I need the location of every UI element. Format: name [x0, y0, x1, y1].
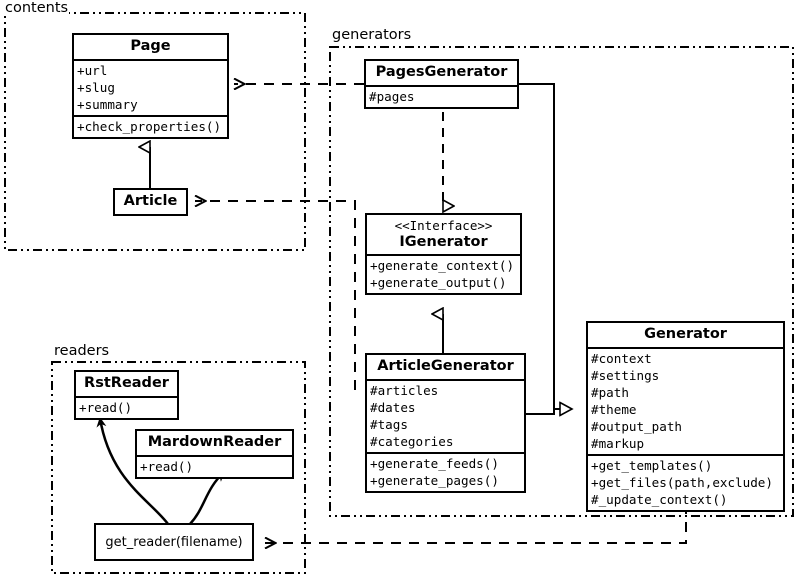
class-generator-attributes: #context #settings #path #theme #output_…	[588, 346, 783, 454]
class-mardown-reader[interactable]: MardownReader +read()	[135, 429, 294, 479]
class-rst-reader-title: RstReader	[84, 375, 169, 391]
dependency-generator-getreader	[265, 504, 687, 543]
class-mardown-reader-title: MardownReader	[147, 434, 282, 450]
class-igenerator[interactable]: <<Interface>> IGenerator +generate_conte…	[365, 213, 522, 296]
creates-getreader-mardownreader	[189, 471, 225, 525]
attribute: +url	[77, 62, 108, 78]
package-frame-generators	[329, 46, 794, 517]
attribute: +slug	[77, 79, 115, 95]
class-article[interactable]: Article	[113, 188, 188, 216]
attribute: #theme	[591, 401, 637, 417]
class-page-title: Page	[130, 38, 171, 54]
method: +generate_context()	[370, 258, 515, 274]
class-mardown-reader-methods: +read()	[137, 454, 292, 477]
attribute: #markup	[591, 435, 645, 451]
attribute: #dates	[370, 399, 416, 415]
method: +get_files(path,exclude)	[591, 474, 773, 490]
class-article-generator[interactable]: ArticleGenerator #articles #dates #tags …	[365, 353, 526, 493]
attribute: #settings	[591, 367, 660, 383]
class-article-generator-title: ArticleGenerator	[377, 358, 514, 374]
class-igenerator-stereotype: <<Interface>>	[394, 218, 493, 233]
attribute: #tags	[370, 416, 408, 432]
method: +read()	[79, 399, 133, 415]
attribute: #articles	[370, 382, 439, 398]
method: +generate_output()	[370, 275, 507, 291]
method: +check_properties()	[77, 118, 222, 134]
class-rst-reader-methods: +read()	[76, 395, 177, 418]
function-get-reader-label: get_reader(filename)	[105, 534, 243, 550]
class-generator-methods: +get_templates() +get_files(path,exclude…	[588, 453, 783, 510]
method: +generate_pages()	[370, 472, 499, 488]
package-label-generators: generators	[331, 27, 413, 43]
attribute: #pages	[369, 88, 415, 104]
class-page[interactable]: Page +url +slug +summary +check_properti…	[72, 33, 229, 139]
attribute: +summary	[77, 96, 138, 112]
class-pages-generator-title: PagesGenerator	[375, 64, 508, 80]
package-frame-contents	[4, 12, 306, 251]
method: #_update_context()	[591, 491, 728, 507]
class-pages-generator-attributes: #pages	[366, 84, 517, 107]
attribute: #context	[591, 350, 652, 366]
package-label-readers: readers	[53, 343, 111, 359]
package-frame-readers	[51, 361, 306, 574]
attribute: #output_path	[591, 418, 682, 434]
class-rst-reader[interactable]: RstReader +read()	[74, 370, 179, 420]
class-article-generator-methods: +generate_feeds() +generate_pages()	[367, 451, 524, 491]
class-igenerator-methods: +generate_context() +generate_output()	[367, 254, 520, 293]
function-get-reader[interactable]: get_reader(filename)	[94, 523, 254, 561]
attribute: #categories	[370, 433, 454, 449]
method: +generate_feeds()	[370, 455, 499, 471]
creates-getreader-rstreader	[96, 417, 169, 525]
class-article-title: Article	[123, 193, 178, 209]
class-page-attributes: +url +slug +summary	[74, 58, 227, 115]
class-generator[interactable]: Generator #context #settings #path #them…	[586, 321, 785, 512]
class-igenerator-title: <<Interface>> IGenerator	[367, 215, 520, 254]
class-article-generator-attributes: #articles #dates #tags #categories	[367, 378, 524, 452]
class-page-methods: +check_properties()	[74, 114, 227, 137]
method: +get_templates()	[591, 457, 713, 473]
attribute: #path	[591, 384, 629, 400]
class-pages-generator[interactable]: PagesGenerator #pages	[364, 59, 519, 109]
method: +read()	[140, 458, 194, 474]
class-igenerator-name: IGenerator	[399, 233, 488, 250]
generalization-pagesgenerator-generator	[519, 83, 572, 409]
package-label-contents: contents	[4, 0, 70, 16]
generalization-articlegenerator-generator	[526, 409, 555, 415]
class-generator-title: Generator	[644, 326, 727, 342]
dependency-articlegenerator-article	[195, 201, 356, 390]
